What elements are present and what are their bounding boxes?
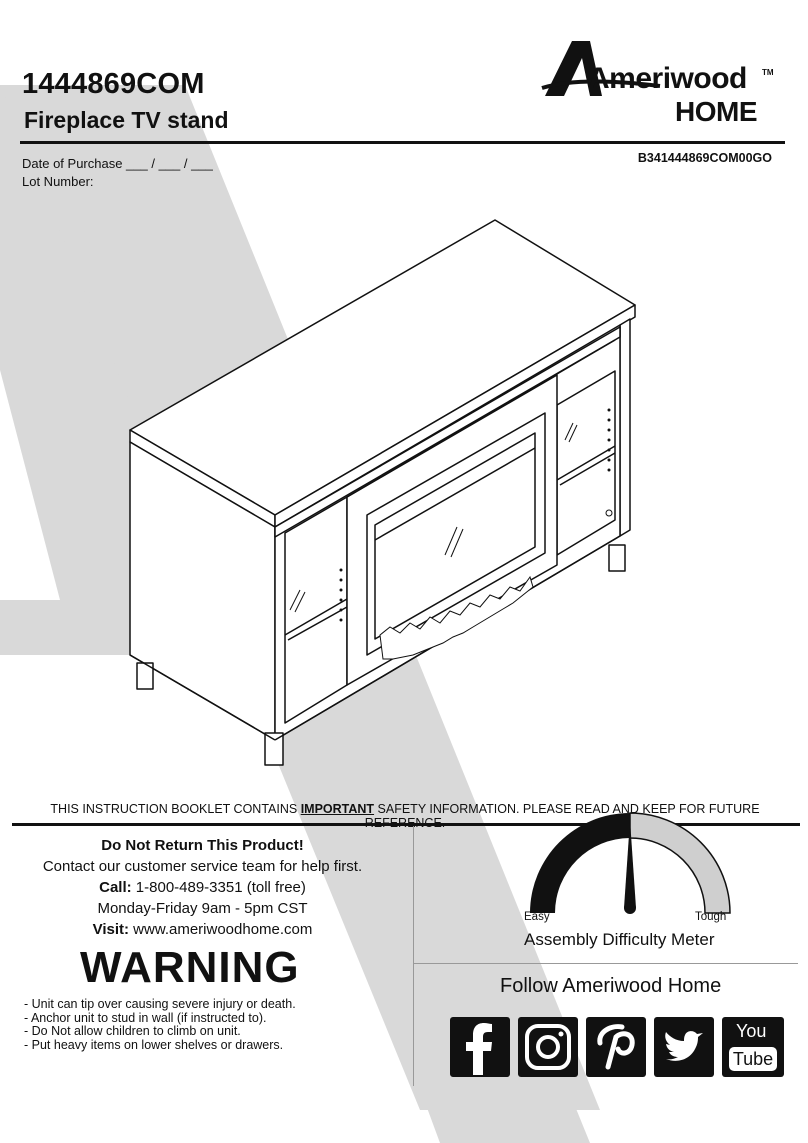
phone-line: Call: 1-800-489-3351 (toll free) bbox=[99, 879, 306, 896]
difficulty-meter-gauge bbox=[530, 812, 731, 914]
tv-stand-illustration bbox=[129, 219, 636, 766]
warning-item: - Put heavy items on lower shelves or dr… bbox=[24, 1037, 284, 1052]
contact-text: Contact our customer service team for he… bbox=[42, 858, 363, 875]
logo-home: HOME bbox=[675, 96, 758, 127]
header-rule bbox=[20, 141, 785, 144]
meter-easy-label: Easy bbox=[524, 911, 550, 923]
warning-item: - Anchor unit to stud in wall (if instru… bbox=[24, 1010, 267, 1025]
meter-tough-label: Tough bbox=[695, 911, 727, 923]
logo-trademark: TM bbox=[762, 68, 774, 77]
warning-heading: WARNING bbox=[80, 943, 300, 992]
youtube-icon[interactable]: You Tube bbox=[722, 1017, 784, 1077]
youtube-tube: Tube bbox=[729, 1047, 777, 1071]
hours-text: Monday-Friday 9am - 5pm CST bbox=[97, 900, 308, 917]
lot-number: Lot Number: bbox=[22, 174, 94, 189]
facebook-icon[interactable] bbox=[450, 1017, 510, 1077]
right-divider bbox=[413, 963, 798, 964]
meter-needle bbox=[624, 820, 636, 908]
customer-service-block: Do Not Return This Product! Contact our … bbox=[20, 835, 385, 940]
booklet-code: B341444869COM00GO bbox=[637, 151, 772, 165]
youtube-you: You bbox=[736, 1021, 767, 1041]
date-of-purchase: Date of Purchase ___ / ___ / ___ bbox=[22, 156, 213, 171]
pinterest-icon[interactable] bbox=[586, 1017, 646, 1077]
warning-item: - Unit can tip over causing severe injur… bbox=[24, 997, 296, 1011]
instagram-icon[interactable] bbox=[518, 1017, 578, 1077]
do-not-return-heading: Do Not Return This Product! bbox=[101, 837, 304, 854]
twitter-icon[interactable] bbox=[654, 1017, 714, 1077]
ameriwood-logo: Ameriwood TM HOME bbox=[540, 36, 780, 131]
warning-list: - Unit can tip over causing severe injur… bbox=[24, 997, 296, 1052]
follow-heading: Follow Ameriwood Home bbox=[500, 975, 722, 997]
logo-wordmark: Ameriwood bbox=[588, 62, 747, 95]
website-line: Visit: www.ameriwoodhome.com bbox=[92, 921, 313, 938]
product-name: Fireplace TV stand bbox=[24, 107, 229, 133]
meter-title: Assembly Difficulty Meter bbox=[524, 930, 715, 949]
warning-item: - Do Not allow children to climb on unit… bbox=[24, 1024, 241, 1038]
model-number: 1444869COM bbox=[22, 68, 205, 100]
column-divider bbox=[413, 826, 414, 1086]
section-rule bbox=[12, 823, 800, 826]
